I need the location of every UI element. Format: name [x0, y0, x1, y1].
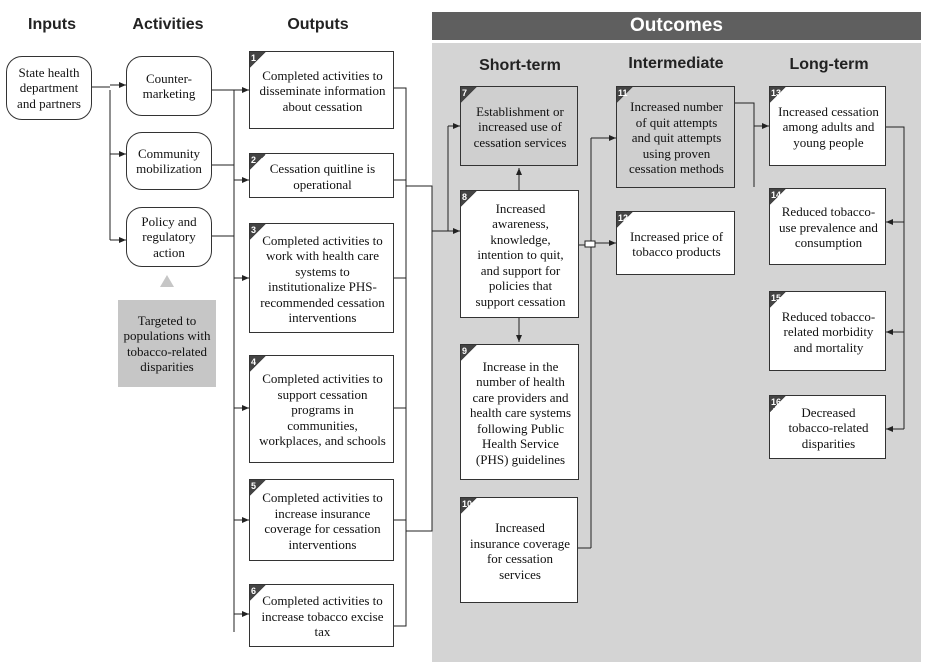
box-text: Completed activities to increase insuran…	[262, 490, 383, 552]
activity-community-mobilization: Community mobilization	[126, 132, 212, 190]
number-tag	[617, 212, 633, 228]
output-box-2: 2 Cessation quitline is operational	[249, 153, 394, 198]
box-text: Increased price of tobacco products	[629, 228, 724, 260]
box-text: Completed activities to support cessatio…	[259, 371, 386, 449]
activity-policy-regulatory: Policy and regulatory action	[126, 207, 212, 267]
input-box: State health department and partners	[6, 56, 92, 120]
box-text: Reduced tobacco-use prevalence and consu…	[779, 204, 878, 251]
number-tag	[461, 498, 477, 514]
long-term-box-13: 13 Increased cessation among adults and …	[769, 86, 886, 166]
number-tag	[250, 52, 266, 68]
box-text: Decreased tobacco-related disparities	[788, 404, 869, 451]
box-number: 9	[462, 346, 468, 356]
box-number: 6	[251, 586, 257, 596]
intermediate-box-12: 12 Increased price of tobacco products	[616, 211, 735, 275]
box-number: 10	[462, 499, 473, 509]
intermediate-header: Intermediate	[628, 55, 724, 72]
short-term-box-10: 10 Increased insurance coverage for cess…	[460, 497, 578, 603]
long-term-box-16: 16 Decreased tobacco-related disparities	[769, 395, 886, 459]
box-text: Increased number of quit attempts and qu…	[629, 99, 724, 177]
box-number: 8	[462, 192, 468, 202]
short-term-box-8: 8 Increased awareness, knowledge, intent…	[460, 190, 579, 318]
box-number: 16	[771, 397, 782, 407]
number-tag	[617, 87, 633, 103]
box-number: 2	[251, 155, 257, 165]
number-tag	[770, 87, 786, 103]
long-term-header: Long-term	[789, 56, 869, 73]
box-text: Establishment or increased use of cessat…	[473, 103, 567, 150]
number-tag	[770, 189, 786, 205]
target-note: Targeted to populations with tobacco-rel…	[118, 300, 216, 387]
number-tag	[250, 480, 266, 496]
long-term-box-15: 15 Reduced tobacco-related morbidity and…	[769, 291, 886, 371]
short-term-box-9: 9 Increase in the number of health care …	[460, 344, 579, 480]
output-box-5: 5 Completed activities to increase insur…	[249, 479, 394, 561]
box-number: 14	[771, 190, 782, 200]
box-text: Completed activities to disseminate info…	[259, 67, 386, 114]
short-term-header: Short-term	[479, 57, 561, 74]
inputs-header: Inputs	[28, 16, 76, 33]
box-number: 5	[251, 481, 257, 491]
box-text: Increased awareness, knowledge, intentio…	[475, 200, 566, 309]
activity-counter-marketing: Counter-marketing	[126, 56, 212, 116]
box-text: Increase in the number of health care pr…	[469, 358, 572, 467]
output-box-3: 3 Completed activities to work with heal…	[249, 223, 394, 333]
box-number: 7	[462, 88, 468, 98]
number-tag	[250, 585, 266, 601]
number-tag	[770, 292, 786, 308]
box-text: Completed activities to work with health…	[260, 232, 385, 326]
output-box-6: 6 Completed activities to increase tobac…	[249, 584, 394, 647]
box-text: Increased insurance coverage for cessati…	[470, 520, 570, 582]
box-text: Increased cessation among adults and you…	[778, 103, 879, 150]
box-number: 3	[251, 225, 257, 235]
outcomes-header: Outcomes	[432, 12, 921, 40]
output-box-1: 1 Completed activities to disseminate in…	[249, 51, 394, 129]
box-number: 1	[251, 53, 257, 63]
box-text: Cessation quitline is operational	[269, 161, 376, 192]
box-text: Completed activities to increase tobacco…	[261, 593, 384, 640]
box-number: 13	[771, 88, 782, 98]
short-term-box-7: 7 Establishment or increased use of cess…	[460, 86, 578, 166]
number-tag	[770, 396, 786, 412]
number-tag	[461, 191, 477, 207]
long-term-box-14: 14 Reduced tobacco-use prevalence and co…	[769, 188, 886, 265]
intermediate-box-11: 11 Increased number of quit attempts and…	[616, 86, 735, 188]
number-tag	[250, 154, 266, 170]
box-number: 12	[618, 213, 629, 223]
number-tag	[250, 356, 266, 372]
box-text: Reduced tobacco-related morbidity and mo…	[781, 308, 876, 355]
outputs-header: Outputs	[287, 16, 349, 33]
output-box-4: 4 Completed activities to support cessat…	[249, 355, 394, 463]
box-number: 15	[771, 293, 782, 303]
number-tag	[250, 224, 266, 240]
number-tag	[461, 345, 477, 361]
number-tag	[461, 87, 477, 103]
box-number: 4	[251, 357, 257, 367]
activities-header: Activities	[132, 16, 204, 33]
box-number: 11	[618, 88, 628, 98]
